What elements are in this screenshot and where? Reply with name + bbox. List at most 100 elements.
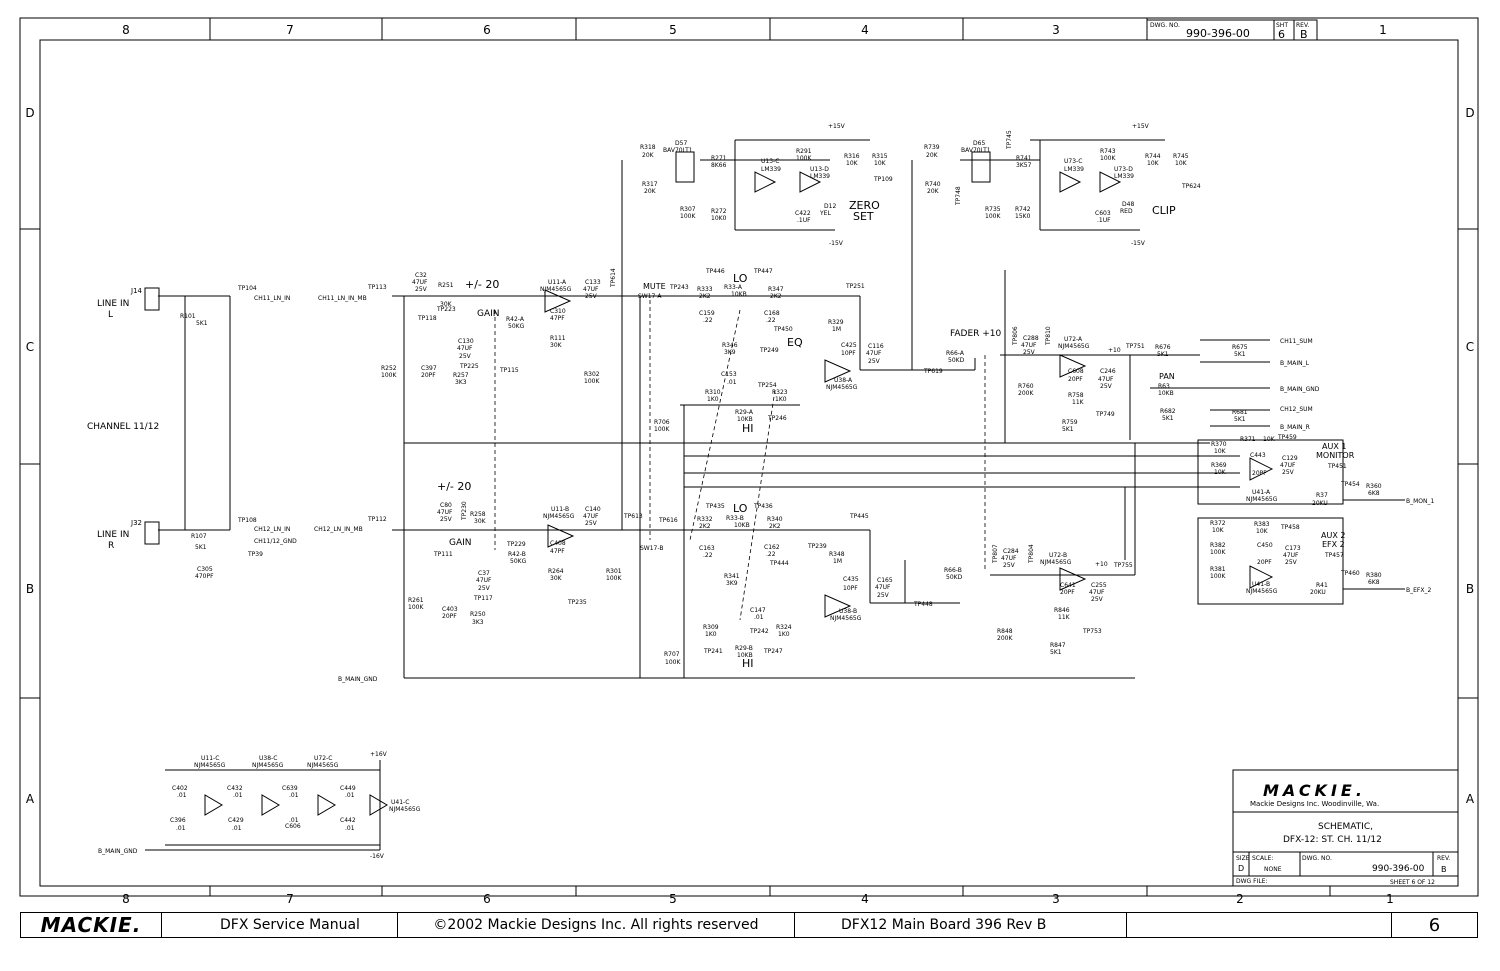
c429-label: C429 <box>228 817 244 824</box>
r341-label: R341 <box>724 573 740 580</box>
r29b-value: 10KB <box>737 652 753 659</box>
line-in-r-label: LINE IN <box>97 530 129 540</box>
dwg-file-label: DWG FILE: <box>1236 878 1268 885</box>
c37-label: C37 <box>478 570 490 577</box>
rev-value: B <box>1300 28 1308 41</box>
u38a-label: U38-A <box>834 377 853 384</box>
wiring <box>145 139 1405 851</box>
c246-value: 47UF <box>1098 376 1114 383</box>
c173-label: C173 <box>1285 545 1301 552</box>
c129-value: 47UF <box>1280 462 1296 469</box>
tp246-label: TP246 <box>767 415 787 422</box>
tp748-label: TP748 <box>955 186 962 206</box>
size-value: D <box>1238 864 1244 873</box>
b-main-l-net: B_MAIN_L <box>1280 360 1310 367</box>
r369-label: R369 <box>1211 462 1227 469</box>
r271-value: 8K66 <box>711 162 727 169</box>
tp806-label: TP806 <box>1012 326 1019 346</box>
u73d-part: LM339 <box>1114 173 1134 180</box>
tp104-label: TP104 <box>237 285 257 292</box>
c450-label: C450 <box>1257 542 1273 549</box>
r315-label: R315 <box>872 153 888 160</box>
r66a-label: R66-A <box>946 350 965 357</box>
scale-label: SCALE: <box>1252 855 1273 862</box>
tp450-label: TP450 <box>773 326 793 333</box>
r315-value: 10K <box>874 160 887 167</box>
title-line-1: SCHEMATIC, <box>1318 822 1373 832</box>
r760-label: R760 <box>1018 383 1034 390</box>
tp112-label: TP112 <box>367 516 387 523</box>
r41-label: R41 <box>1316 582 1328 589</box>
footer-page-number: 6 <box>1428 914 1441 936</box>
tp115-label: TP115 <box>499 367 519 374</box>
b-main-gnd-power: B_MAIN_GND <box>98 848 138 855</box>
size-label: SIZE <box>1236 855 1250 862</box>
c116-label: C116 <box>868 343 884 350</box>
dwg-no-label: DWG. NO. <box>1150 22 1180 29</box>
tp448-label: TP448 <box>913 601 933 608</box>
right-clip-labels: R739 20K D65 BAV70LT1 TP745 R740 20K TP7… <box>924 123 1201 247</box>
ch12-sum-net: CH12_SUM <box>1280 406 1313 413</box>
c116-voltage: 25V <box>868 358 881 365</box>
c147-value: .01 <box>754 614 764 621</box>
ch1112-gnd-label: CH11/12_GND <box>254 538 297 545</box>
tp118-label: TP118 <box>417 315 437 322</box>
gain-label-lower: GAIN <box>449 538 472 548</box>
c305-label: C305 <box>197 566 213 573</box>
c162-value: .22 <box>766 551 776 558</box>
col-label: 1 <box>1386 892 1394 906</box>
c606-label: C606 <box>285 823 301 830</box>
c639-label: C639 <box>282 785 298 792</box>
r847-value: 5K1 <box>1050 649 1062 656</box>
c397-label: C397 <box>421 365 437 372</box>
tp753-label: TP753 <box>1082 628 1102 635</box>
col-label: 3 <box>1052 23 1060 37</box>
c153-value: .01 <box>727 379 737 386</box>
r369-value: 10K <box>1214 469 1227 476</box>
r706-label: R706 <box>654 419 670 426</box>
c130-value: 47UF <box>457 345 473 352</box>
u38c-label: U38-C <box>259 755 277 762</box>
drawing-number-box: DWG. NO. 990-396-00 SHT 6 REV. B <box>1146 19 1318 41</box>
r360-label: R360 <box>1366 483 1382 490</box>
r847-label: R847 <box>1050 642 1066 649</box>
c432-label: C432 <box>227 785 243 792</box>
aux1-sub: MONITOR <box>1316 451 1355 460</box>
r257-label: R257 <box>453 372 469 379</box>
d65-part: BAV70LT1 <box>961 147 991 154</box>
u41a-part: NJM4565G <box>1246 496 1278 503</box>
tp243-label: TP243 <box>669 284 689 291</box>
r318-label: R318 <box>640 144 656 151</box>
u38a-part: NJM4565G <box>826 384 858 391</box>
gain-range: +/- 20 <box>465 278 499 291</box>
aux2-sub: EFX 2 <box>1322 540 1345 549</box>
fader-pan-labels: FADER +10 R66-A 50KD TP806 C288 47UF 25V… <box>946 326 1320 433</box>
c450-value: 20PF <box>1257 559 1272 566</box>
r346-value: 3K9 <box>724 349 736 356</box>
r107-label: R107 <box>191 533 207 540</box>
r347-label: R347 <box>768 286 784 293</box>
c165-value: 47UF <box>875 584 891 591</box>
channel-label: CHANNEL 11/12 <box>87 422 159 432</box>
mute-label: MUTE <box>643 282 666 291</box>
r316-label: R316 <box>844 153 860 160</box>
col-label: 1 <box>1379 23 1387 37</box>
r257-value: 3K3 <box>455 379 467 386</box>
r340-label: R340 <box>767 516 783 523</box>
c449-label: C449 <box>340 785 356 792</box>
c305-value: 470PF <box>195 573 214 580</box>
r706-value: 100K <box>654 426 670 433</box>
r301-value: 100K <box>606 575 622 582</box>
power-block-labels: U11-C NJM4565G U38-C NJM4565G U72-C NJM4… <box>98 751 421 860</box>
c173-voltage: 25V <box>1285 559 1298 566</box>
upper-clip-labels: R318 20K D57 BAV70LT1 R317 20K R307 100K… <box>640 123 893 247</box>
r329-label: R329 <box>828 319 844 326</box>
r758-label: R758 <box>1068 392 1084 399</box>
r42a-label: R42-A <box>506 316 525 323</box>
r676-label: R676 <box>1155 344 1171 351</box>
r101-value: 5K1 <box>196 320 208 327</box>
c435-value: 10PF <box>843 585 858 592</box>
r310-value: 1K0 <box>707 396 719 403</box>
sw17a-label: SW17-A <box>638 293 662 300</box>
tp447-label: TP447 <box>753 268 773 275</box>
